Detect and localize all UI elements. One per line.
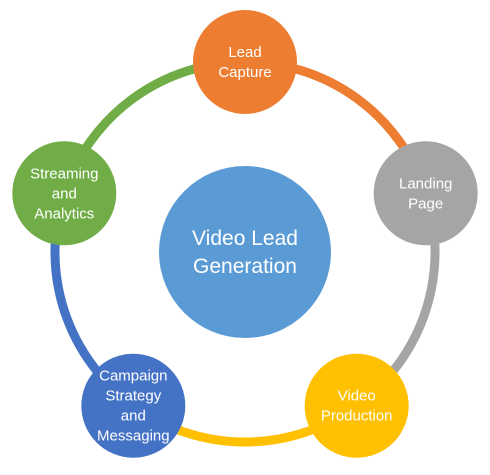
node-circle bbox=[81, 353, 186, 458]
node-label-line: Production bbox=[321, 408, 393, 425]
center-circle bbox=[159, 166, 331, 338]
node-label-line: Campaign bbox=[99, 368, 167, 385]
center-label-line: Video Lead bbox=[192, 227, 298, 250]
center-label-line: Generation bbox=[193, 255, 297, 278]
node-label-line: Capture bbox=[218, 64, 271, 81]
node-label-line: Streaming bbox=[30, 165, 98, 182]
node-label-line: and bbox=[52, 185, 77, 202]
node-circle bbox=[193, 10, 297, 114]
node-label-line: Page bbox=[408, 195, 443, 212]
node-circle bbox=[304, 353, 409, 458]
node-label-line: Lead bbox=[228, 44, 261, 61]
node-label-line: Messaging bbox=[97, 428, 170, 445]
node-label-line: Landing bbox=[399, 175, 452, 192]
node-label-line: Strategy bbox=[105, 388, 161, 405]
node-circle bbox=[12, 141, 117, 246]
node-circle bbox=[373, 141, 478, 246]
node-label-line: Analytics bbox=[34, 205, 94, 222]
node-label-line: and bbox=[121, 408, 146, 425]
node-label-line: Video bbox=[338, 388, 376, 405]
